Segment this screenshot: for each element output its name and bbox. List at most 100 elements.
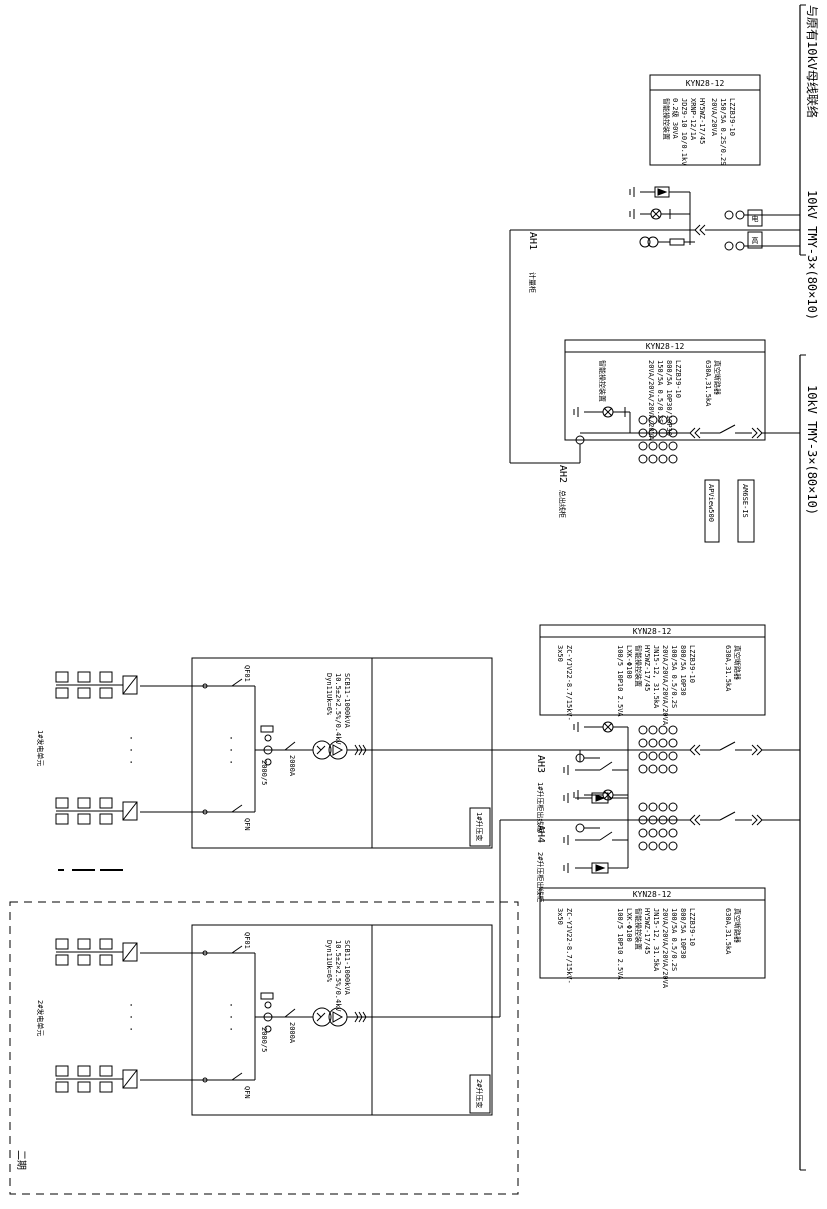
ah3-plug-contact-icon	[689, 744, 701, 756]
cabinet-ah4: KYN28-12 真空断路器 630A,31.5kA LZZBJ9-10 800…	[500, 789, 800, 989]
ah2-plug-contact-2-icon	[751, 427, 763, 439]
svg-text:ZC-YJV22-8.7/15kV-: ZC-YJV22-8.7/15kV-	[565, 645, 573, 721]
svg-text:JN15-12, 31.5kA: JN15-12, 31.5kA	[652, 908, 660, 972]
svg-text:QF01: QF01	[243, 665, 251, 682]
ah3-cabinet-model: KYN28-12	[633, 627, 672, 636]
svg-text:· · ·: · · ·	[225, 735, 236, 765]
ah2-device-box-1	[704, 479, 720, 543]
ah4-ct-array	[638, 802, 678, 851]
cabinet-ah1: KYN28-12 LZZBJ9-10 150/5A 0.2S/0.2S 20VA…	[509, 74, 800, 464]
ah4-name: 2#升压柜出线柜	[536, 852, 545, 902]
busbar-top	[799, 4, 806, 256]
svg-text:2000A: 2000A	[288, 755, 296, 777]
svg-text:真空断路器: 真空断路器	[733, 645, 742, 680]
svg-text:SCB11-1000kVA: SCB11-1000kVA	[343, 940, 351, 996]
ah1-voltage-transformer-icon	[639, 236, 651, 248]
ah3-specs: 真空断路器 630A,31.5kA LZZBJ9-10 800/5A 10P30…	[556, 645, 742, 726]
unit-2-label: 2#发电单元	[36, 1000, 45, 1036]
svg-text:真空断路器: 真空断路器	[733, 908, 742, 943]
ah4-breaker-icon	[719, 811, 736, 821]
pv-array-2-bottom-icon	[55, 1065, 138, 1093]
pv-array-1-bottom-icon	[55, 797, 138, 825]
svg-text:QF01: QF01	[243, 932, 251, 949]
station-1-label: 1#升压变	[475, 812, 484, 841]
ah2-plug-contact-icon	[689, 427, 701, 439]
ah2-device-box-2	[737, 479, 755, 543]
busbar-main	[799, 354, 806, 1171]
svg-text:100/5 10P10 2.5VA: 100/5 10P10 2.5VA	[616, 645, 624, 717]
svg-text:真空断路器: 真空断路器	[713, 360, 722, 395]
ah1-current-transformer-icon	[724, 210, 800, 251]
svg-text:10.5±2×2.5%/0.4kV: 10.5±2×2.5%/0.4kV	[334, 673, 342, 745]
station-2-main-circuit	[140, 820, 501, 1083]
ah1-fuse-icon	[669, 238, 685, 246]
cabinet-ah3: KYN28-12 真空断路器 630A,31.5kA LZZBJ9-10 800…	[500, 624, 800, 832]
pv-array-2-top-icon	[55, 938, 138, 966]
svg-text:智能操控装置: 智能操控装置	[634, 908, 643, 950]
ah3-current-transformer-icon	[638, 725, 678, 774]
station-1-box: 1#升压变 SCB11-1000kVA 10.5±2×2.5%/0.4kV Dy…	[125, 657, 500, 849]
svg-text:HY5WZ-17/45: HY5WZ-17/45	[643, 645, 651, 691]
svg-text:电: 电	[752, 214, 759, 223]
svg-text:800/5A 10P30: 800/5A 10P30	[679, 908, 687, 959]
ah3-name: 1#升压柜出线柜	[536, 782, 545, 832]
svg-text:2000/5: 2000/5	[260, 760, 268, 785]
svg-text:3x50: 3x50	[556, 645, 564, 662]
svg-text:HY5WZ-17/45: HY5WZ-17/45	[698, 98, 706, 144]
station-1-transformer-specs: SCB11-1000kVA 10.5±2×2.5%/0.4kV Dyn11Uk=…	[325, 673, 351, 745]
ah2-specs: 真空断路器 630A,31.5kA LZZBJ9-10 800/5A 10P30…	[598, 360, 722, 441]
ah2-cabinet-model: KYN28-12	[646, 342, 685, 351]
svg-text:2000A: 2000A	[288, 1022, 296, 1044]
ah4-cabinet-model: KYN28-12	[633, 890, 672, 899]
ah1-specs: LZZBJ9-10 150/5A 0.2S/0.2S 20VA/20VA HY5…	[662, 98, 736, 166]
svg-text:智能操控装置: 智能操控装置	[634, 645, 643, 687]
svg-text:3x50: 3x50	[556, 908, 564, 925]
svg-text:LZZBJ9-10: LZZBJ9-10	[674, 360, 682, 398]
bus-label-top: 与原有10kV母线联络	[805, 5, 820, 118]
bus-label-upper: 10kV TMY-3×(80×10)	[805, 190, 819, 320]
pv-array-1-top-icon	[55, 671, 138, 699]
cabinet-ah2: KYN28-12 真空断路器 630A,31.5kA LZZBJ9-10 800…	[557, 339, 800, 543]
svg-text:LXK-Φ100: LXK-Φ100	[625, 908, 633, 942]
ah1-meter-box-1	[747, 209, 763, 227]
bus-label-lower: 10kV TMY-3×(80×10)	[805, 385, 819, 515]
svg-text:150/5A 0.2S/0.2S: 150/5A 0.2S/0.2S	[719, 98, 727, 165]
svg-text:0.2级 30VA: 0.2级 30VA	[671, 98, 680, 140]
svg-text:100/5A 0.5/0.2S: 100/5A 0.5/0.2S	[670, 645, 678, 708]
svg-text:QFN: QFN	[243, 1086, 251, 1099]
svg-text:630A,31.5kA: 630A,31.5kA	[704, 360, 712, 407]
svg-text:JN15-12, 31.5kA: JN15-12, 31.5kA	[652, 645, 660, 709]
ah4-id: AH4	[535, 825, 546, 843]
ah2-id: AH2	[557, 465, 568, 483]
svg-text:· · ·: · · ·	[125, 735, 136, 765]
svg-text:10.5±2×2.5%/0.4kV: 10.5±2×2.5%/0.4kV	[334, 940, 342, 1012]
station-2-label: 2#升压变	[475, 1079, 484, 1108]
station-2-box: 2#升压变	[191, 924, 493, 1116]
phase-2-label: 二期	[15, 1150, 27, 1170]
svg-text:20VA/20VA/20VA/20VA: 20VA/20VA/20VA/20VA	[661, 645, 669, 726]
svg-text:· · ·: · · ·	[225, 1002, 236, 1032]
svg-text:Dyn11Uk=6%: Dyn11Uk=6%	[325, 940, 333, 983]
svg-text:20VA/20VA/20VA/20VA: 20VA/20VA/20VA/20VA	[661, 908, 669, 989]
svg-text:20VA/20VA/20VA/20VA: 20VA/20VA/20VA/20VA	[647, 360, 655, 441]
svg-text:HY5WZ-17/45: HY5WZ-17/45	[643, 908, 651, 954]
ah1-cabinet-model: KYN28-12	[686, 79, 725, 88]
ah1-meter-box-2	[747, 231, 763, 249]
phase-2-boundary	[9, 901, 519, 1195]
ah4-specs: 真空断路器 630A,31.5kA LZZBJ9-10 800/5A 10P30…	[556, 908, 742, 989]
svg-text:· · ·: · · ·	[125, 1002, 136, 1032]
svg-text:JDZ9-10 10/0.1kV: JDZ9-10 10/0.1kV	[680, 98, 688, 166]
ah4-earth-switch-icon	[599, 831, 613, 841]
svg-text:800/5A 10P30: 800/5A 10P30	[679, 645, 687, 696]
station-1-lv-breaker-icon	[284, 741, 296, 751]
svg-text:LZZBJ9-10: LZZBJ9-10	[688, 645, 696, 683]
ah3-breaker-icon	[719, 741, 736, 751]
ah3-id: AH3	[535, 755, 546, 773]
svg-text:智能操控装置: 智能操控装置	[662, 98, 671, 140]
svg-text:150/5A 0.5/0.2S: 150/5A 0.5/0.2S	[656, 360, 664, 423]
svg-text:630A,31.5kA: 630A,31.5kA	[724, 645, 732, 692]
svg-text:2000/5: 2000/5	[260, 1027, 268, 1052]
ah3-earth-switch-icon	[599, 761, 613, 771]
svg-text:APView500: APView500	[707, 484, 715, 522]
